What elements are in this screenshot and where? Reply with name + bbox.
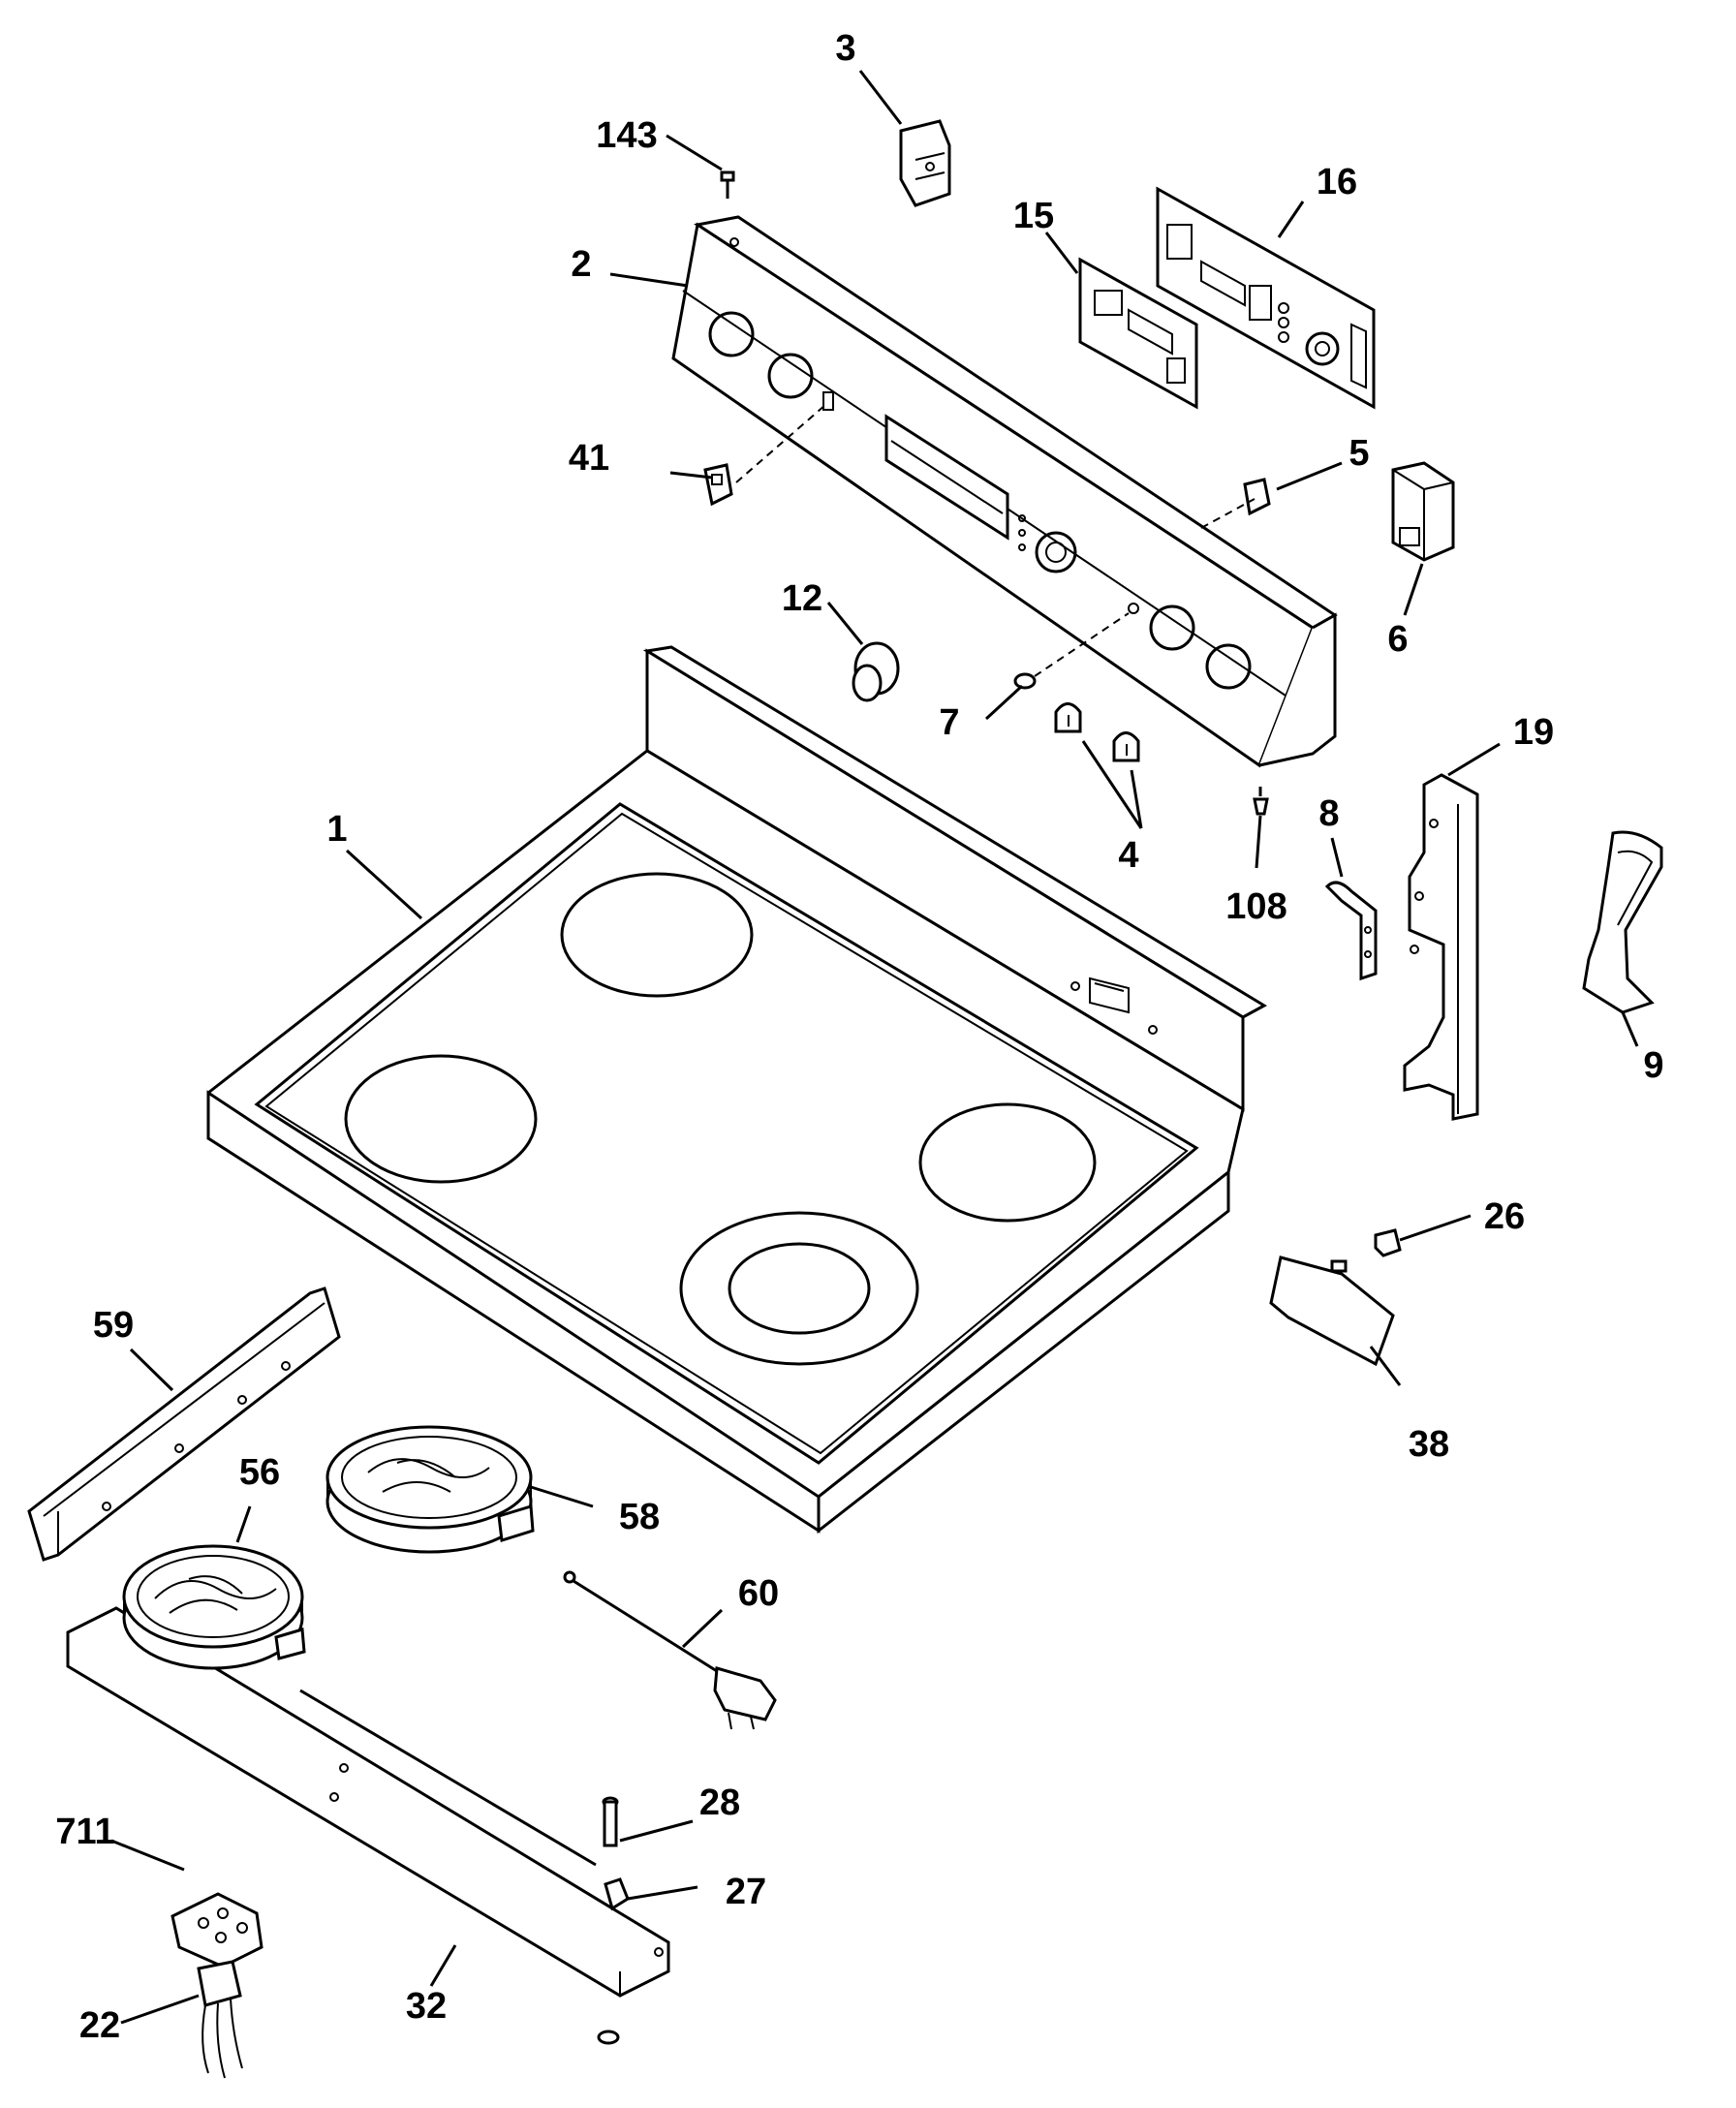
part-26-nut [1374,1228,1402,1257]
callout-2: 2 [571,244,591,285]
callout-labels: 1 2 3 4 5 6 7 8 9 12 15 16 19 22 26 27 2… [55,28,1663,2046]
part-3-switch [899,119,951,207]
callout-6: 6 [1387,619,1408,660]
callout-59: 59 [93,1305,134,1346]
callout-9: 9 [1643,1045,1663,1086]
callout-5: 5 [1348,433,1369,474]
callout-38: 38 [1409,1424,1449,1465]
part-32-bracket [66,1606,670,1998]
callout-19: 19 [1513,712,1554,753]
callout-28: 28 [699,1782,740,1823]
part-108-screw [1253,787,1269,816]
part-1-cooktop [206,645,1268,1534]
callout-143: 143 [596,115,657,156]
part-143-screw [720,170,735,199]
callout-32: 32 [406,1986,447,2027]
part-7-plug [1013,672,1037,690]
part-19-side-bracket [1403,773,1479,1121]
part-4-knobs [1054,702,1140,762]
part-16-control-board [1156,186,1376,410]
callout-4: 4 [1118,835,1138,876]
nut [597,2030,620,2045]
part-60-limiter [563,1570,777,1730]
part-2-backguard [671,215,1338,768]
callout-26: 26 [1484,1196,1525,1237]
part-38-cover [1269,1256,1395,1367]
callout-7: 7 [939,702,959,743]
assembly-lines [735,404,1256,677]
callout-41: 41 [569,438,609,479]
callout-60: 60 [738,1573,779,1614]
part-41-switch [703,463,733,507]
part-8-bracket [1324,881,1378,981]
callout-16: 16 [1317,162,1357,202]
part-5-switch [1243,478,1271,516]
part-711-bracket [170,1892,264,1968]
part-9-end-cap [1582,830,1663,1014]
callout-12: 12 [782,578,822,619]
part-15-display-board [1078,257,1198,410]
callout-56: 56 [239,1452,280,1493]
callout-27: 27 [726,1872,766,1912]
callout-108: 108 [1225,886,1286,927]
part-22-terminal-block [197,1960,243,2079]
callout-15: 15 [1013,196,1054,236]
callout-1: 1 [326,809,347,850]
part-56-element [122,1544,306,1670]
callout-8: 8 [1318,793,1339,834]
part-28-stud [602,1796,619,1847]
callout-22: 22 [79,2005,120,2046]
part-59-rail [27,1286,341,1562]
part-58-element [326,1425,535,1554]
callout-58: 58 [619,1497,660,1537]
part-6-relay [1391,461,1455,562]
leader-lines [110,70,1639,2025]
callout-711: 711 [55,1812,114,1852]
part-12-knob [852,641,900,702]
callout-3: 3 [835,28,855,69]
part-27-terminal [604,1877,630,1911]
